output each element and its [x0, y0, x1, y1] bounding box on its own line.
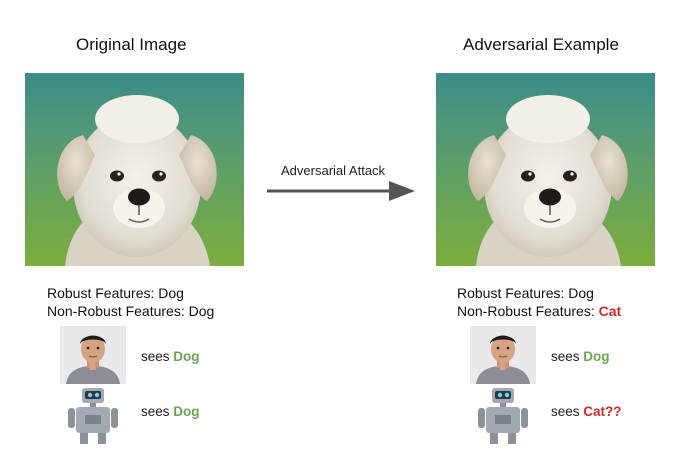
right-robust-features: Robust Features: Dog: [457, 285, 594, 301]
right-nonrobust-label: Non-Robust Features:: [457, 303, 599, 319]
left-robot-sees: sees Dog: [141, 404, 200, 419]
right-nonrobust-value: Cat: [598, 303, 622, 319]
robot-icon: [470, 386, 536, 444]
right-human-sees-value: Dog: [583, 349, 610, 364]
left-nonrobust-features: Non-Robust Features: Dog: [47, 302, 214, 320]
left-human-sees-value: Dog: [173, 349, 200, 364]
left-robot-sees-label: sees: [141, 404, 174, 419]
left-robot-sees-value: Dog: [173, 404, 200, 419]
right-robot-sees-value: Cat??: [583, 404, 622, 419]
human-avatar: [59, 325, 127, 385]
right-human-sees-label: sees: [551, 349, 584, 364]
right-robot-sees-label: sees: [551, 404, 584, 419]
right-robot-sees: sees Cat??: [551, 404, 622, 419]
arrow-right-icon: [267, 181, 415, 201]
right-nonrobust-features: Non-Robust Features: Cat: [457, 302, 621, 320]
left-human-sees: sees Dog: [141, 349, 200, 364]
right-panel-title: Adversarial Example: [463, 35, 619, 54]
right-human-sees: sees Dog: [551, 349, 610, 364]
arrow-label: Adversarial Attack: [281, 163, 386, 178]
left-nonrobust-label: Non-Robust Features:: [47, 303, 189, 319]
left-robust-features: Robust Features: Dog: [47, 285, 184, 301]
left-panel-title: Original Image: [76, 35, 187, 54]
left-nonrobust-value: Dog: [188, 303, 215, 319]
adversarial-puppy-image: [436, 73, 655, 266]
original-puppy-image: [25, 73, 244, 266]
left-human-sees-label: sees: [141, 349, 174, 364]
human-avatar: [469, 325, 537, 385]
robot-icon: [60, 386, 126, 444]
